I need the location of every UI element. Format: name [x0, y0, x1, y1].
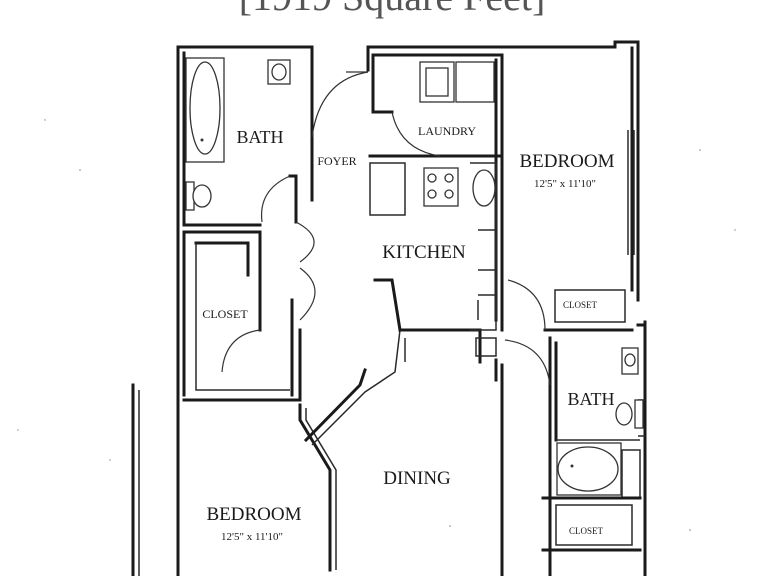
stove — [423, 167, 459, 207]
bedroom-left-label: BEDROOM — [206, 504, 301, 525]
laundry-label: LAUNDRY — [418, 124, 476, 138]
bedroom-left-dimensions: 12'5" x 11'10" — [221, 531, 283, 543]
outer-walls — [131, 40, 647, 576]
room-labels: BATH FOYER LAUNDRY BEDROOM 12'5" x 11'10… — [202, 124, 614, 543]
foyer-label: FOYER — [317, 154, 356, 168]
dryer — [455, 61, 495, 103]
square-footage-title: [1919 Square Feet] — [239, 0, 546, 19]
dining-label: DINING — [383, 468, 451, 489]
bedroom-right-dimensions: 12'5" x 11'10" — [534, 178, 596, 190]
bedroom-right-label: BEDROOM — [519, 151, 614, 172]
closet-right-top-label: CLOSET — [563, 300, 598, 310]
entry-door-swing — [311, 71, 369, 138]
interior-walls — [182, 53, 645, 576]
doors — [221, 71, 551, 386]
bath-left-label: BATH — [236, 127, 283, 147]
closet-right-bottom-label: CLOSET — [569, 526, 604, 536]
scan-noise — [17, 119, 736, 531]
bath-right-label: BATH — [567, 389, 614, 409]
fixtures — [185, 57, 644, 496]
kitchen-label: KITCHEN — [382, 242, 466, 263]
closet-left-label: CLOSET — [202, 307, 248, 321]
